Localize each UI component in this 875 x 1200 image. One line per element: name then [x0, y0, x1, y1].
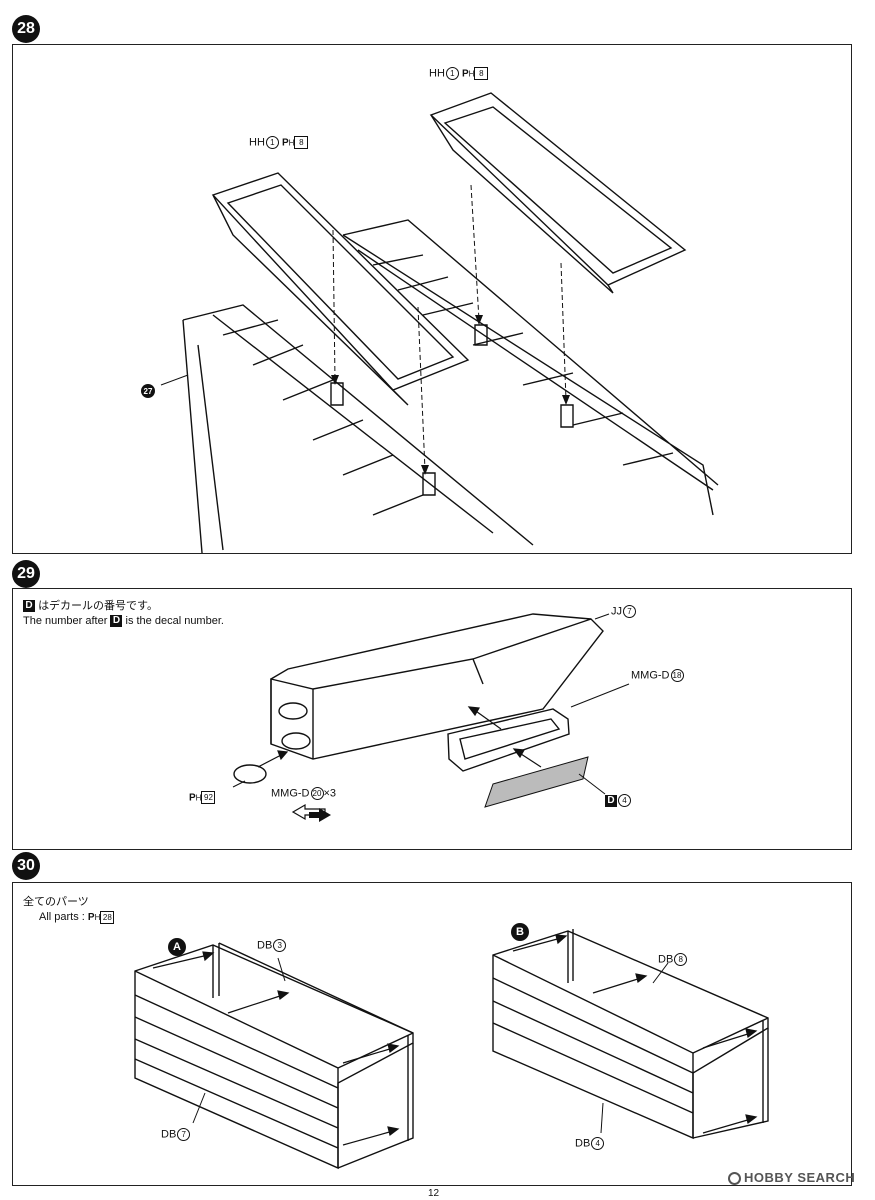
part-name: DB — [575, 1137, 591, 1150]
step-30-number: 30 — [17, 857, 35, 874]
part-number: 1 — [265, 136, 279, 149]
step-30-badge: 30 — [12, 852, 40, 880]
decal-d-icon: D — [605, 794, 617, 807]
decal-note-ja-text: はデカールの番号です。 — [38, 600, 158, 612]
part-number: 7 — [177, 1128, 191, 1141]
decal-d-icon: D — [23, 600, 35, 613]
variant-b-badge: B — [511, 923, 529, 941]
part-qty: ×3 — [323, 787, 337, 800]
part-name: HH — [429, 67, 445, 80]
step-ref-number: 27 — [143, 386, 153, 396]
paint-sub: H — [468, 69, 475, 79]
part-name: MMG-D — [271, 787, 310, 800]
all-parts-en: All parts — [39, 911, 79, 923]
paint-sub: H — [94, 913, 101, 922]
step-29-illustration — [232, 613, 630, 822]
part-name: DB — [161, 1128, 177, 1141]
part-name: HH — [249, 136, 265, 149]
paint-mark: P — [189, 792, 196, 804]
part-number: 1 — [445, 67, 459, 80]
paint-mark: P — [87, 912, 95, 923]
part-number: 20 — [310, 787, 324, 800]
watermark: HOBBY SEARCH — [728, 1170, 856, 1186]
part-number: 18 — [670, 669, 684, 682]
all-parts-ja: 全てのパーツ — [23, 896, 89, 908]
step-27-reference-mark: 27 — [141, 384, 155, 398]
part-name: DB — [658, 953, 674, 966]
watermark-text: HOBBY SEARCH — [744, 1170, 856, 1185]
paint-number: 92 — [201, 791, 216, 804]
variant-a-badge: A — [168, 938, 186, 956]
paint-number: 8 — [294, 136, 309, 149]
double-arrow-icon — [291, 803, 331, 822]
paint-number: 28 — [100, 910, 115, 924]
step-29-badge: 29 — [12, 560, 40, 588]
paint-mark: P — [281, 137, 289, 149]
part-number: 8 — [674, 953, 688, 966]
step-28-badge: 28 — [12, 15, 40, 43]
paint-sub: H — [288, 138, 295, 148]
decal-note: D はデカールの番号です。 The number after D is the … — [23, 599, 224, 629]
part-number: 3 — [273, 939, 287, 952]
decal-note-ja: D はデカールの番号です。 — [23, 599, 224, 614]
part-name: JJ — [611, 605, 622, 618]
step-29-panel: D はデカールの番号です。 The number after D is the … — [12, 588, 852, 850]
part-number: 4 — [591, 1137, 605, 1150]
step-28-illustration — [160, 92, 719, 553]
decal-note-en: The number after D is the decal number. — [23, 614, 224, 629]
decal-note-en-post: is the decal number. — [125, 615, 224, 627]
paint-number: 8 — [474, 67, 489, 80]
step-30-illustration — [134, 929, 769, 1170]
variant-a-letter: A — [173, 941, 181, 953]
step-29-number: 29 — [17, 565, 35, 582]
variant-b-letter: B — [516, 926, 524, 938]
step-28-number: 28 — [17, 20, 35, 37]
part-number: 7 — [623, 605, 636, 618]
decal-note-en-pre: The number after — [23, 615, 108, 627]
watermark-logo-icon — [728, 1172, 741, 1186]
part-name: MMG-D — [631, 669, 670, 682]
part-name: DB — [257, 939, 273, 952]
decal-number: 4 — [618, 794, 631, 807]
paint-mark: P — [461, 68, 469, 80]
page-number: 12 — [428, 1188, 440, 1199]
paint-sub: H — [195, 793, 202, 803]
decal-d-icon: D — [110, 615, 123, 628]
